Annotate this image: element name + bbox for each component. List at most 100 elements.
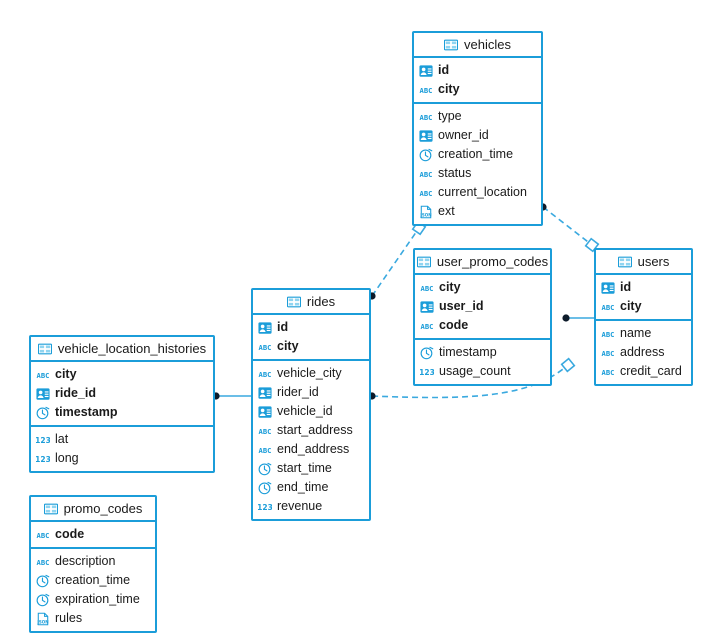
- key-id-icon: [36, 387, 50, 401]
- column-field[interactable]: ABC status: [414, 164, 541, 183]
- column-field[interactable]: start_time: [253, 459, 369, 478]
- field-name: current_location: [438, 185, 527, 200]
- key-id-icon: [419, 129, 433, 143]
- relationship-vlh-rides[interactable]: [212, 392, 251, 400]
- field-name: usage_count: [439, 364, 511, 379]
- column-field[interactable]: 123revenue: [253, 497, 369, 516]
- svg-text:ABC: ABC: [420, 85, 433, 94]
- field-name: user_id: [439, 299, 484, 314]
- table-icon: [444, 38, 459, 52]
- entity-header-vehicles[interactable]: vehicles: [414, 33, 541, 58]
- field-name: city: [620, 299, 642, 314]
- relationship-line: [542, 206, 593, 246]
- column-field[interactable]: 123lat: [31, 430, 213, 449]
- column-field[interactable]: creation_time: [31, 571, 155, 590]
- column-field[interactable]: creation_time: [414, 145, 541, 164]
- table-icon: [416, 255, 431, 269]
- abc-icon: ABC: [258, 443, 272, 457]
- svg-text:ABC: ABC: [37, 370, 50, 379]
- svg-text:ABC: ABC: [602, 348, 615, 357]
- abc-icon: ABC: [601, 365, 615, 379]
- relationship-upc-users[interactable]: [562, 314, 594, 322]
- column-field[interactable]: end_time: [253, 478, 369, 497]
- key-id-icon: [258, 321, 272, 335]
- field-name: code: [55, 527, 85, 542]
- column-group: timestamp 123 usage_count: [415, 340, 550, 384]
- column-field[interactable]: owner_id: [414, 126, 541, 145]
- entity-header-promo_codes[interactable]: promo_codes: [31, 497, 155, 522]
- field-name: id: [620, 280, 632, 295]
- column-field[interactable]: timestamp: [415, 343, 550, 362]
- clock-icon: [420, 346, 434, 360]
- column-field[interactable]: 123long: [31, 449, 213, 468]
- entity-header-rides[interactable]: rides: [253, 290, 369, 315]
- json-icon: JSON: [36, 612, 50, 626]
- svg-text:ABC: ABC: [259, 445, 272, 454]
- primary-key-field[interactable]: id: [596, 278, 691, 297]
- svg-text:ABC: ABC: [259, 426, 272, 435]
- column-field[interactable]: 123 usage_count: [415, 362, 550, 381]
- field-name: status: [438, 166, 472, 181]
- clock-icon: [258, 481, 272, 495]
- entity-header-vehicle_location_histories[interactable]: vehicle_location_histories: [31, 337, 213, 362]
- relationship-vehicles-users[interactable]: [539, 203, 600, 253]
- key-id-icon: [258, 405, 272, 419]
- primary-key-field[interactable]: user_id: [415, 297, 550, 316]
- field-name: ext: [438, 204, 455, 219]
- svg-text:123: 123: [258, 503, 272, 512]
- clock-icon: [36, 593, 50, 607]
- primary-key-field[interactable]: id: [253, 318, 369, 337]
- entity-title: vehicles: [464, 37, 511, 52]
- primary-key-field[interactable]: ride_id: [31, 384, 213, 403]
- abc-icon: ABC: [419, 186, 433, 200]
- column-field[interactable]: vehicle_id: [253, 402, 369, 421]
- abc-icon: ABC: [419, 167, 433, 181]
- entity-header-user_promo_codes[interactable]: user_promo_codes: [415, 250, 550, 275]
- primary-key-field[interactable]: id: [414, 61, 541, 80]
- field-name: city: [277, 339, 299, 354]
- field-name: credit_card: [620, 364, 682, 379]
- column-field[interactable]: ABC credit_card: [596, 362, 691, 381]
- clock-icon: [36, 574, 50, 588]
- svg-text:ABC: ABC: [602, 329, 615, 338]
- column-field[interactable]: ABC current_location: [414, 183, 541, 202]
- json-icon: JSON: [419, 205, 433, 219]
- column-field[interactable]: rider_id: [253, 383, 369, 402]
- primary-key-field[interactable]: timestamp: [31, 403, 213, 422]
- table-icon: [617, 255, 632, 269]
- field-name: ride_id: [55, 386, 96, 401]
- column-field[interactable]: JSON ext: [414, 202, 541, 221]
- svg-text:123: 123: [420, 368, 434, 377]
- column-field[interactable]: expiration_time: [31, 590, 155, 609]
- field-name: creation_time: [55, 573, 131, 588]
- clock-icon: [258, 462, 272, 476]
- entity-header-users[interactable]: users: [596, 250, 691, 275]
- 123-icon: 123: [36, 433, 50, 447]
- cardinality-one-marker: [560, 357, 576, 373]
